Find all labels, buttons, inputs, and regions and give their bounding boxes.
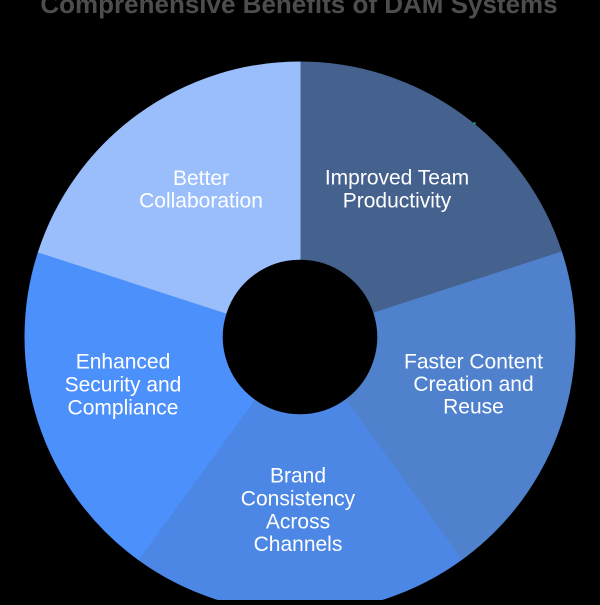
svg-text:Security and: Security and [65,373,182,396]
svg-text:Productivity: Productivity [343,189,452,212]
svg-text:Better: Better [173,167,229,190]
svg-text:Collaboration: Collaboration [139,190,263,213]
svg-text:Enhanced: Enhanced [76,351,171,374]
svg-text:Compliance: Compliance [68,397,179,420]
svg-text:Across: Across [266,510,330,533]
svg-text:Channels: Channels [254,533,343,556]
svg-text:Creation and: Creation and [413,373,533,396]
svg-text:Faster Content: Faster Content [404,351,543,374]
svg-text:Brand: Brand [270,465,326,488]
svg-text:Improved Team: Improved Team [325,167,469,190]
svg-text:Comprehensive Benefits of DAM: Comprehensive Benefits of DAM Systems [40,0,557,19]
svg-text:Consistency: Consistency [241,488,356,511]
svg-text:Reuse: Reuse [443,396,504,419]
